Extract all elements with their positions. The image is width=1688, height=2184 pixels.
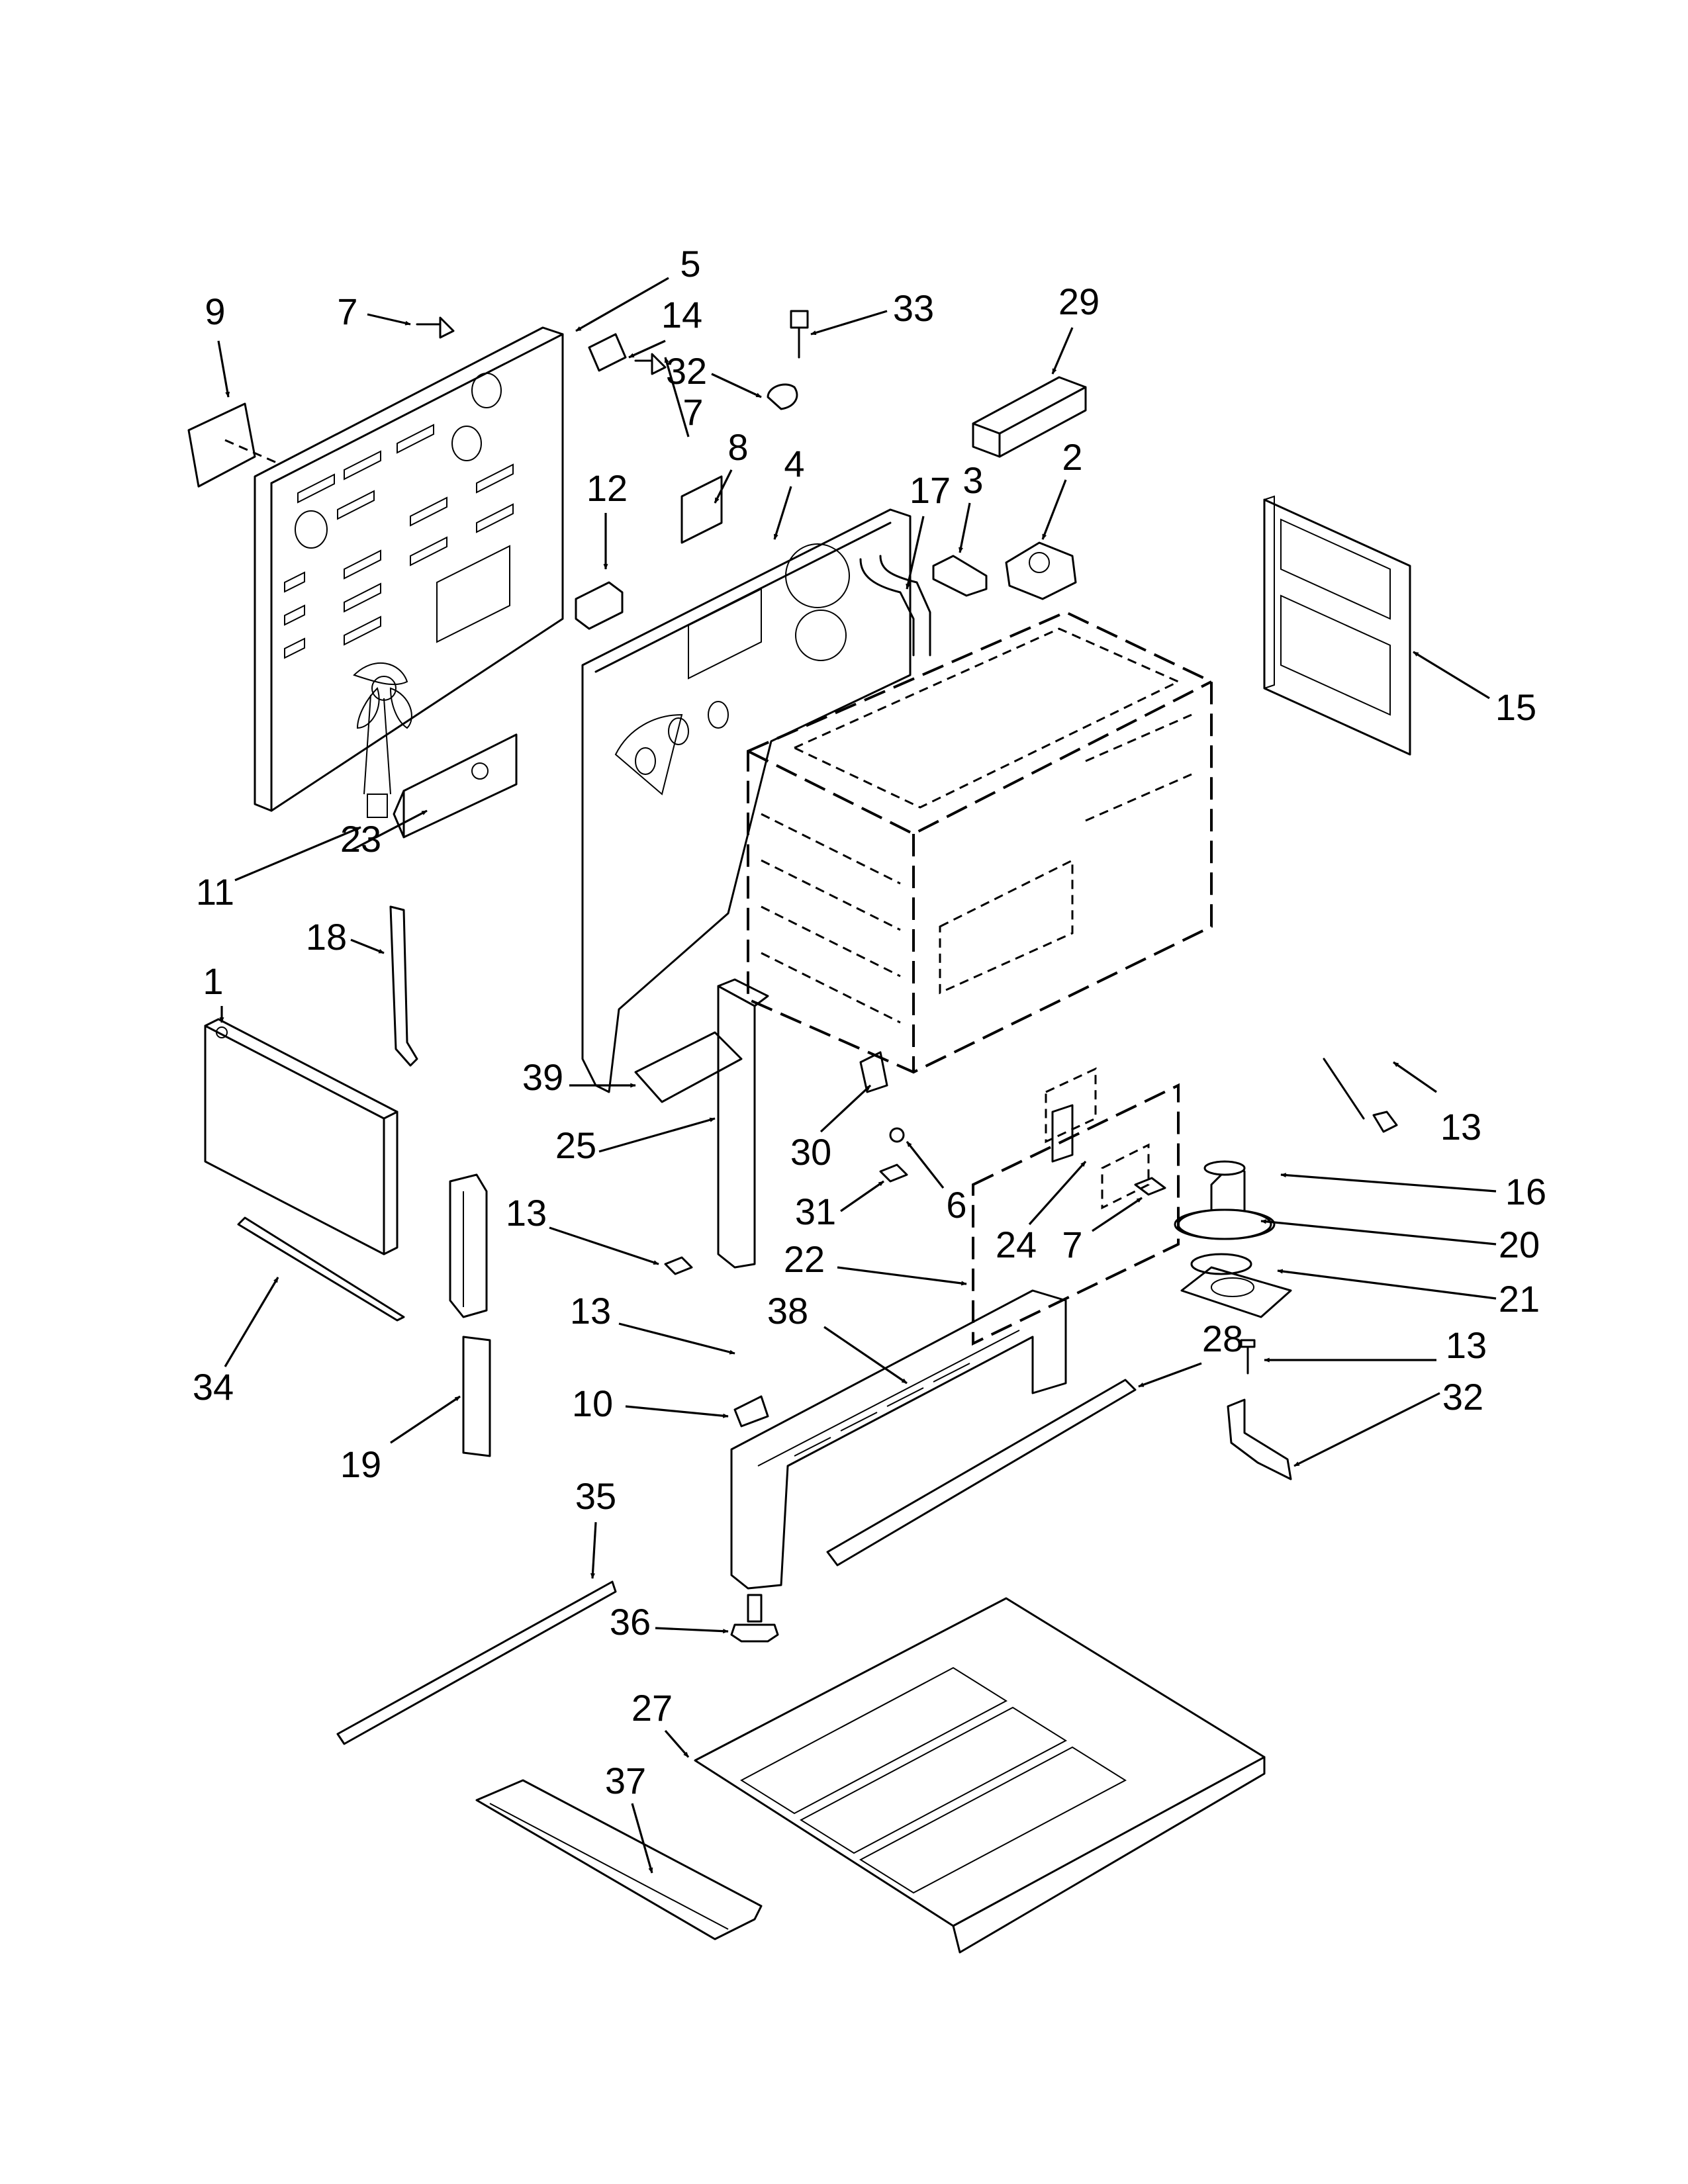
callout-label: 3 [962, 459, 983, 501]
rail-part [336, 1580, 617, 1745]
callout-label: 13 [1446, 1324, 1487, 1366]
callout-label: 15 [1495, 686, 1536, 728]
callout-label: 5 [680, 243, 700, 285]
callout-label: 11 [196, 871, 234, 913]
callout-label: 21 [1499, 1278, 1540, 1320]
bracket-10-part [733, 1395, 769, 1428]
callout-label: 37 [605, 1760, 646, 1801]
callout-label: 8 [727, 426, 748, 468]
front-frame-part [730, 1289, 1067, 1590]
deflector-strip-part [237, 1216, 405, 1322]
callout-label: 19 [340, 1443, 381, 1485]
strip-part [389, 905, 418, 1067]
callout-label: 17 [910, 469, 951, 511]
callout-label: 24 [996, 1224, 1037, 1265]
callout-label: 9 [205, 291, 225, 332]
vertical-strip-part [462, 1336, 491, 1457]
callout-label: 4 [784, 443, 804, 484]
callout-label: 38 [767, 1290, 808, 1332]
callout-label: 13 [1440, 1106, 1481, 1148]
small-hardware-top [416, 310, 809, 630]
access-cover-part [187, 402, 279, 488]
callout-label: 13 [506, 1192, 547, 1234]
lower-bracket-part [1227, 1398, 1292, 1480]
cover-part [972, 376, 1087, 458]
callout-label: 7 [337, 291, 357, 332]
fan-bracket-part [393, 733, 518, 839]
callout-label: 6 [946, 1184, 966, 1226]
callout-label: 10 [572, 1383, 613, 1424]
side-insulation-panel-part [1263, 495, 1411, 756]
callout-label: 32 [1442, 1376, 1483, 1418]
callout-label: 29 [1058, 281, 1100, 322]
callout-label: 27 [632, 1687, 673, 1729]
callout-label: 31 [795, 1191, 836, 1232]
callout-label: 25 [555, 1124, 596, 1166]
callout-label: 12 [586, 467, 628, 509]
small-hardware-middle [664, 1051, 1166, 1275]
callout-label: 1 [203, 960, 223, 1002]
callout-label: 2 [1062, 436, 1082, 478]
gas-valve-part [1005, 541, 1077, 600]
bottom-panel-part [694, 1597, 1266, 1954]
callout-label: 34 [193, 1366, 234, 1408]
front-panel-part [204, 1018, 399, 1255]
callout-label: 20 [1499, 1224, 1540, 1265]
rear-panel-part [254, 326, 564, 818]
callout-label: 28 [1202, 1318, 1243, 1359]
trim-strip-part [826, 1379, 1137, 1567]
callout-label: 36 [610, 1601, 651, 1643]
callout-label: 35 [575, 1475, 616, 1517]
callout-label: 39 [522, 1056, 563, 1098]
side-panel-part [581, 508, 912, 1103]
callout-label: 13 [570, 1290, 611, 1332]
burner-components [1174, 1058, 1398, 1375]
rear-rail-part [475, 1779, 763, 1940]
switch-part [932, 555, 988, 597]
vertical-post-part [717, 978, 769, 1269]
callout-label: 16 [1505, 1171, 1546, 1212]
callout-label: 18 [306, 916, 347, 958]
callout-label: 7 [1062, 1224, 1082, 1265]
tube-part [859, 555, 931, 657]
oven-cavity-dashed [747, 610, 1213, 1074]
callout-labels: 1 2 3 4 5 6 7 7 7 8 9 10 11 12 13 13 13 [193, 243, 1546, 1874]
callout-label: 33 [893, 287, 934, 329]
leveling-leg-part [730, 1594, 779, 1643]
bottom-frame-dashed [972, 1067, 1180, 1346]
callout-label: 32 [666, 350, 707, 392]
side-bracket-part [449, 1173, 488, 1318]
callout-label: 22 [784, 1238, 825, 1280]
callout-label: 30 [790, 1131, 831, 1173]
callout-label: 14 [661, 294, 702, 336]
